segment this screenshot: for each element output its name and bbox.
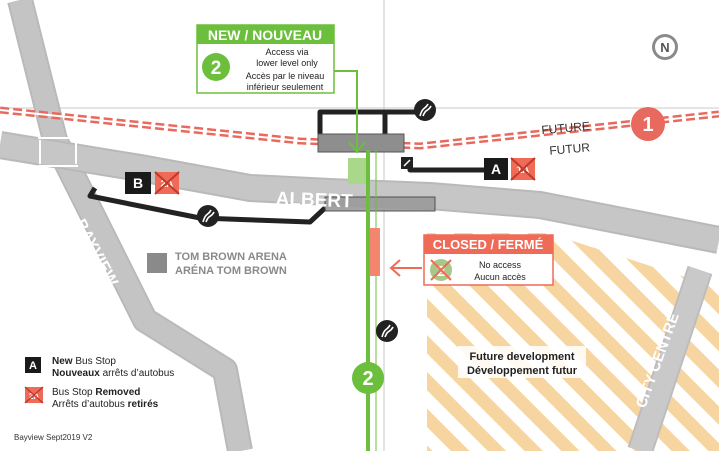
svg-text:Future development: Future development: [469, 351, 574, 363]
legend-removed-en: Bus Stop Removed: [52, 387, 140, 398]
svg-text:2: 2: [437, 263, 445, 280]
elevator-icon: [401, 157, 413, 169]
svg-text:2A: 2A: [161, 179, 174, 190]
bus-symbol-icon: [197, 205, 219, 227]
svg-text:B: B: [133, 175, 143, 191]
legend-new-stop-fr: Nouveaux arrêts d’autobus: [52, 368, 174, 379]
future-development-label: Future development Développement futur: [458, 346, 586, 378]
svg-text:2: 2: [362, 368, 373, 390]
new-access-platform: [348, 158, 366, 184]
arena-name-fr: ARÉNA TOM BROWN: [175, 264, 287, 277]
station-platform-albert: [324, 196, 436, 212]
future-label-fr: FUTUR: [549, 140, 591, 158]
bayview-street: [7, 0, 253, 451]
line-2-roundel: 2: [352, 362, 384, 394]
closed-arrow: [389, 259, 422, 277]
svg-text:Aucun accès: Aucun accès: [474, 272, 526, 282]
svg-text:Développement futur: Développement futur: [467, 365, 578, 377]
svg-text:inférieur seulement: inférieur seulement: [247, 82, 324, 92]
line-1-roundel: 1: [631, 107, 665, 141]
legend-removed-stop-icon: 2A: [24, 386, 44, 404]
legend-new-stop-en: New Bus Stop: [52, 356, 116, 367]
new-access-callout: NEW / NOUVEAU 2 Access via lower level o…: [196, 24, 335, 94]
svg-text:2: 2: [211, 58, 222, 79]
svg-text:A: A: [491, 161, 501, 177]
svg-text:2A: 2A: [29, 392, 39, 401]
svg-text:lower level only: lower level only: [256, 58, 318, 68]
map-legend: A New Bus Stop Nouveaux arrêts d’autobus…: [24, 356, 174, 410]
bus-symbol-icon: [376, 320, 398, 342]
svg-text:CLOSED / FERMÉ: CLOSED / FERMÉ: [433, 237, 544, 252]
future-label-en: FUTURE: [541, 119, 591, 137]
svg-text:N: N: [660, 40, 669, 55]
stop-a-marker: A: [484, 158, 508, 180]
removed-stop-2a-marker: 2A: [154, 171, 180, 195]
crosswalk: [38, 137, 78, 167]
new-access-arrow: [334, 70, 366, 154]
svg-text:Accès par le niveau: Accès par le niveau: [246, 71, 325, 81]
svg-text:NEW / NOUVEAU: NEW / NOUVEAU: [208, 27, 322, 43]
station-building: [317, 133, 405, 153]
svg-text:Access via: Access via: [265, 47, 308, 57]
stop-b-marker: B: [125, 172, 151, 194]
north-arrow-icon: N: [652, 34, 678, 60]
svg-text:1: 1: [642, 114, 653, 136]
legend-removed-fr: Arrêts d’autobus retirés: [52, 399, 159, 410]
svg-text:1A: 1A: [517, 165, 530, 176]
legend-new-stop-icon: A: [25, 357, 41, 373]
albert-street: [0, 131, 719, 254]
closed-platform: [370, 228, 380, 276]
arena-marker: [147, 253, 167, 273]
svg-text:No access: No access: [479, 260, 522, 270]
line-2-track: [366, 150, 377, 451]
svg-text:A: A: [29, 360, 37, 372]
removed-stop-1a-marker: 1A: [510, 157, 536, 181]
closed-callout: CLOSED / FERMÉ 2 No access Aucun accès: [423, 234, 554, 286]
albert-street-label: ALBERT: [275, 189, 353, 213]
map-footer: Bayview Sept2019 V2: [14, 433, 93, 442]
bus-symbol-icon: [414, 99, 436, 121]
arena-name-en: TOM BROWN ARENA: [175, 251, 287, 263]
